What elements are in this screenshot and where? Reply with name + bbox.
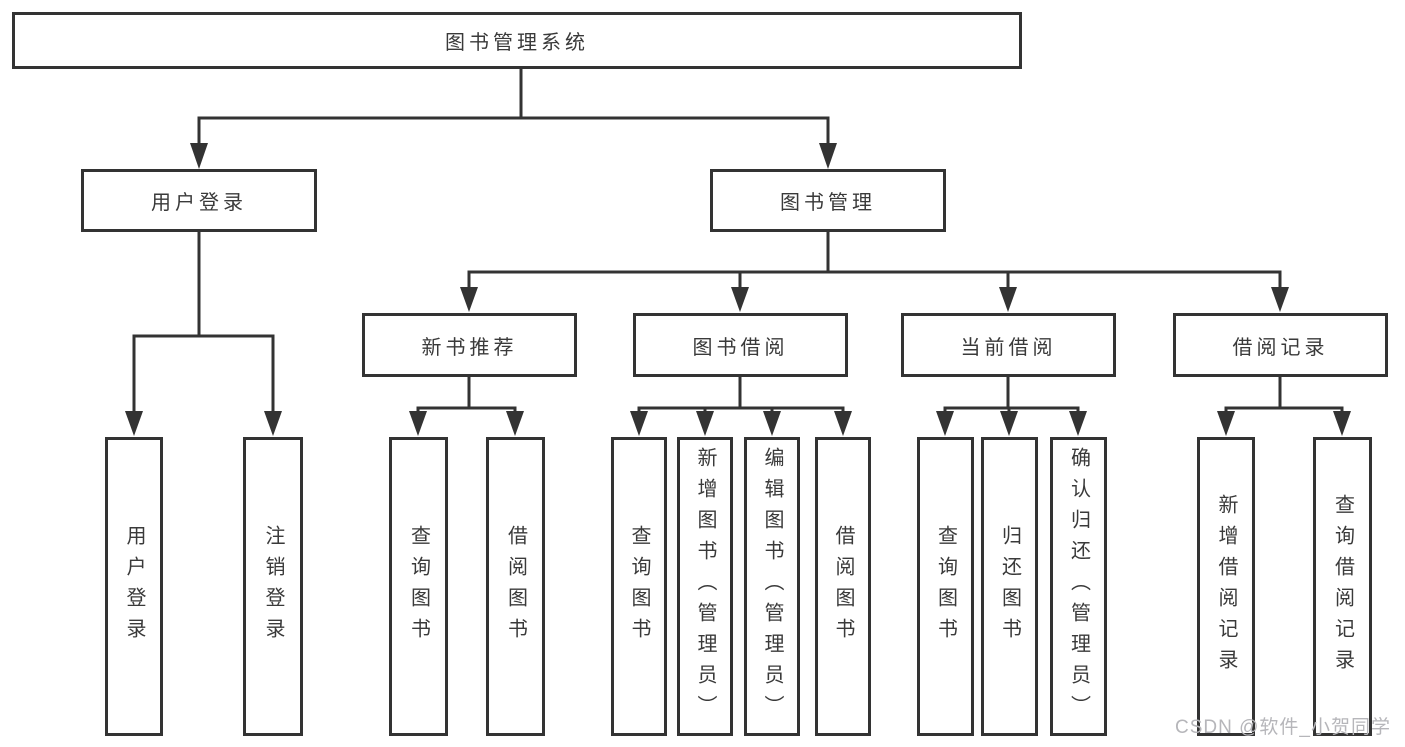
leaf-query-book-borrow-label: 查询图书 bbox=[628, 524, 650, 649]
leaf-edit-book-admin: 编辑图书（管理员） bbox=[744, 437, 800, 736]
leaf-add-book-admin-label: 新增图书（管理员） bbox=[694, 447, 716, 726]
node-new-book-rec-label: 新书推荐 bbox=[421, 336, 518, 359]
node-borrow-records: 借阅记录 bbox=[1173, 313, 1388, 377]
connector-current-borrow bbox=[936, 375, 1087, 436]
leaf-edit-book-admin-label: 编辑图书（管理员） bbox=[761, 447, 783, 726]
leaf-confirm-return-admin-label: 确认归还（管理员） bbox=[1067, 447, 1090, 726]
leaf-query-book-borrow: 查询图书 bbox=[611, 437, 667, 736]
node-user-login: 用户登录 bbox=[81, 169, 317, 232]
leaf-user-login-label: 用户登录 bbox=[123, 524, 145, 649]
leaf-user-login: 用户登录 bbox=[105, 437, 163, 736]
node-book-mgmt: 图书管理 bbox=[710, 169, 946, 232]
leaf-add-borrow-record: 新增借阅记录 bbox=[1197, 437, 1255, 736]
leaf-borrow-book-label: 借阅图书 bbox=[832, 524, 854, 649]
leaf-query-book-recommend: 查询图书 bbox=[389, 437, 448, 736]
node-book-borrow-label: 图书借阅 bbox=[692, 336, 789, 359]
connector-new-book-rec bbox=[409, 375, 524, 436]
connector-borrow-records bbox=[1217, 375, 1351, 436]
leaf-query-book-current: 查询图书 bbox=[917, 437, 974, 736]
connector-user-login bbox=[125, 230, 282, 436]
connector-book-mgmt bbox=[460, 230, 1289, 312]
leaf-borrow-book-recommend: 借阅图书 bbox=[486, 437, 545, 736]
node-book-borrow: 图书借阅 bbox=[633, 313, 848, 377]
leaf-query-borrow-record-label: 查询借阅记录 bbox=[1331, 493, 1354, 680]
leaf-query-book-recommend-label: 查询图书 bbox=[407, 524, 430, 649]
node-current-borrow: 当前借阅 bbox=[901, 313, 1116, 377]
leaf-logout: 注销登录 bbox=[243, 437, 303, 736]
csdn-watermark: CSDN @软件_小贺同学 bbox=[1175, 717, 1391, 738]
leaf-return-book: 归还图书 bbox=[981, 437, 1038, 736]
node-borrow-records-label: 借阅记录 bbox=[1232, 336, 1329, 359]
leaf-logout-label: 注销登录 bbox=[262, 524, 284, 649]
connector-root bbox=[190, 67, 837, 169]
node-current-borrow-label: 当前借阅 bbox=[960, 336, 1057, 359]
leaf-borrow-book-recommend-label: 借阅图书 bbox=[504, 524, 527, 649]
leaf-add-borrow-record-label: 新增借阅记录 bbox=[1215, 493, 1237, 680]
leaf-borrow-book: 借阅图书 bbox=[815, 437, 871, 736]
node-user-login-label: 用户登录 bbox=[151, 192, 247, 214]
leaf-query-borrow-record: 查询借阅记录 bbox=[1313, 437, 1372, 736]
leaf-confirm-return-admin: 确认归还（管理员） bbox=[1050, 437, 1107, 736]
leaf-add-book-admin: 新增图书（管理员） bbox=[677, 437, 733, 736]
leaf-return-book-label: 归还图书 bbox=[998, 524, 1021, 649]
node-root: 图书管理系统 bbox=[12, 12, 1022, 69]
leaf-query-book-current-label: 查询图书 bbox=[934, 524, 957, 649]
node-book-mgmt-label: 图书管理 bbox=[780, 192, 876, 214]
node-root-label: 图书管理系统 bbox=[445, 32, 589, 54]
node-new-book-rec: 新书推荐 bbox=[362, 313, 577, 377]
connector-book-borrow bbox=[630, 375, 852, 436]
